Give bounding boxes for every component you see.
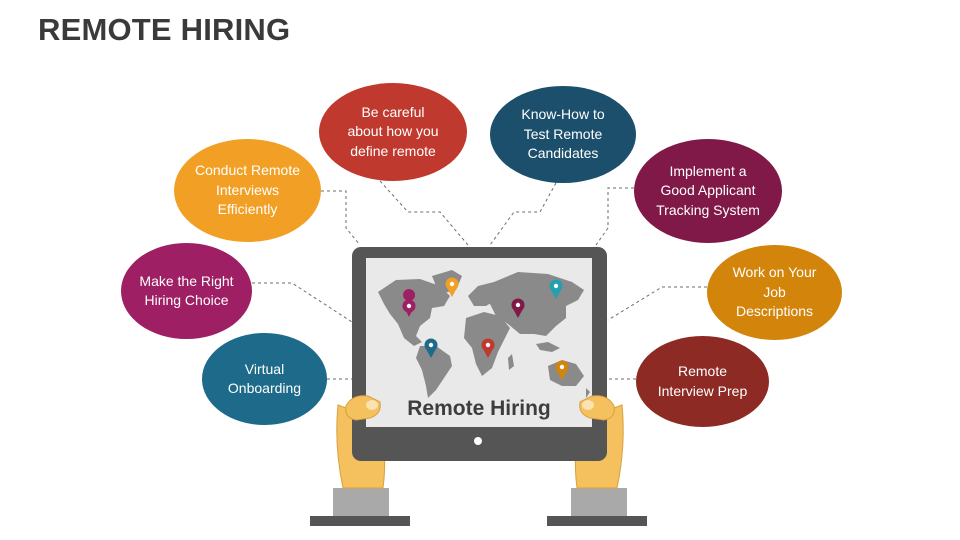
connector-conduct <box>321 190 361 246</box>
connector-work-on <box>607 286 707 321</box>
hand-icon <box>345 395 381 421</box>
location-pins <box>402 277 569 380</box>
connector-make-right <box>252 282 353 323</box>
tablet-label: Remote Hiring <box>407 397 551 420</box>
hand-icon <box>579 395 615 421</box>
connector-be-careful <box>379 180 469 246</box>
connector-lines <box>252 180 707 380</box>
connector-implement <box>595 187 634 246</box>
location-pin-icon <box>403 289 416 301</box>
left-sleeve <box>310 488 410 526</box>
right-sleeve <box>547 488 647 526</box>
page-title: REMOTE HIRING <box>38 12 291 47</box>
connector-know-how <box>489 182 557 246</box>
world-map-icon <box>378 270 590 398</box>
